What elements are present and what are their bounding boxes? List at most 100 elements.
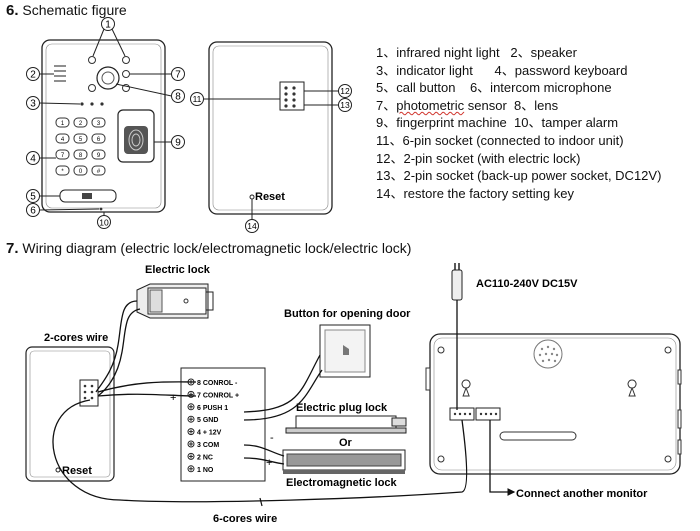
keypad-key-label: 5: [79, 137, 83, 143]
electromagnetic-lock-icon: [282, 449, 406, 474]
section-title: Wiring diagram (electric lock/electromag…: [22, 240, 412, 256]
terminal-label: 1 NO: [197, 467, 214, 474]
terminal-label: 7 CONROL +: [197, 392, 239, 399]
keypad-key-label: 7: [61, 153, 65, 159]
keypad-key-label: 0: [79, 169, 83, 175]
keypad-key: [55, 149, 70, 160]
lens-icon: [96, 66, 120, 90]
callout-label: 10: [99, 218, 109, 228]
terminal-block: 8 CONROL - 7 CONROL + 6 PUSH 1 5 GND 4 + 12V…: [180, 367, 266, 482]
keypad-key: [55, 117, 70, 128]
section-title: Schematic figure: [22, 2, 127, 18]
callout-label: 11: [193, 94, 202, 104]
callout-label: 9: [175, 138, 181, 149]
keypad-key-label: *: [61, 169, 64, 175]
fingerprint-reader-icon: [117, 109, 155, 163]
callouts-back: 11 12 13 14: [190, 84, 352, 233]
callout-label: 7: [175, 70, 181, 81]
indoor-monitor: [425, 333, 682, 475]
minus-sign: -: [270, 432, 274, 444]
back-panel: Reset: [208, 41, 333, 215]
terminal-label: 8 CONROL -: [197, 380, 238, 387]
indicator-light-icon: [80, 102, 84, 106]
section-7-heading: 7. Wiring diagram (electric lock/electro…: [6, 240, 412, 257]
keypad-key-label: 8: [79, 153, 83, 159]
terminal-label: 2 NC: [197, 454, 213, 461]
callout-label: 8: [175, 92, 181, 103]
terminal-label: 3 COM: [197, 442, 219, 449]
connect-monitor-label: Connect another monitor: [516, 488, 648, 500]
terminal-label: 6 PUSH 1: [197, 405, 228, 412]
legend-item: 11、6-pin socket (connected to indoor uni…: [376, 132, 624, 148]
plug-lock-icon: [285, 415, 407, 434]
microphone-icon: [99, 207, 103, 211]
keypad-key: [91, 133, 106, 144]
legend-item: 12、2-pin socket (with electric lock): [376, 150, 581, 166]
callout-label: 5: [30, 192, 36, 203]
keypad-key: [55, 133, 70, 144]
section-number: 7: [6, 240, 15, 257]
keypad-key: [73, 165, 88, 176]
section-6-heading: 6. Schematic figure: [6, 2, 127, 19]
indicator-light-icon: [100, 102, 104, 106]
door-button-label: Button for opening door: [284, 308, 411, 320]
section-number: 6: [6, 2, 15, 19]
ir-led-icon: [88, 56, 96, 64]
keypad-key-label: 1: [61, 121, 65, 127]
keypad-key: [73, 133, 88, 144]
component-legend: 1、infrared night light 2、speaker 3、indic…: [376, 44, 661, 202]
electromagnetic-lock-label: Electromagnetic lock: [286, 477, 398, 489]
outdoor-unit-back: Reset: [25, 346, 115, 482]
or-label: Or: [339, 437, 353, 449]
reset-key-icon: [249, 194, 255, 200]
callout-label: 3: [30, 99, 36, 110]
legend-item: 5、call button 6、intercom microphone: [376, 80, 612, 96]
callout-label: 13: [340, 100, 350, 110]
front-panel: 1 2 3 4 5 6 7 8 9 * 0 #: [41, 39, 166, 213]
keypad-key: [73, 117, 88, 128]
legend-item: 1、infrared night light 2、speaker: [376, 45, 577, 60]
password-keypad: 1 2 3 4 5 6 7 8 9 * 0 #: [55, 117, 106, 176]
keypad-key: [91, 149, 106, 160]
legend-item: 13、2-pin socket (back-up power socket, D…: [376, 168, 662, 184]
plus-sign: +: [170, 392, 176, 404]
callouts-front: 1 2 3 4 5 6 7 8 9 10: [26, 17, 185, 229]
legend-item: 9、fingerprint machine 10、tamper alarm: [376, 115, 619, 131]
power-plug-icon: [451, 263, 463, 301]
reset-key-icon: [55, 467, 61, 473]
speaker-icon: [54, 65, 66, 82]
callout-label: 6: [30, 206, 36, 217]
six-cores-label: 6-cores wire: [213, 513, 277, 525]
wiring-lines: [52, 300, 516, 503]
plug-lock-label: Electric plug lock: [296, 402, 388, 414]
keypad-key-label: 2: [79, 121, 83, 127]
keypad-key-label: 4: [61, 137, 65, 143]
reset-label: Reset: [255, 191, 285, 203]
callout-label: 1: [105, 20, 111, 31]
keypad-key: [73, 149, 88, 160]
keypad-key-label: 9: [97, 153, 101, 159]
keypad-key: [91, 117, 106, 128]
legend-item: 14、restore the factory setting key: [376, 185, 574, 201]
door-button-icon: [319, 324, 371, 378]
keypad-key-label: 3: [97, 121, 101, 127]
reset-label: Reset: [62, 465, 92, 477]
power-label: AC110-240V DC15V: [476, 278, 578, 290]
keypad-key: [55, 165, 70, 176]
plus-sign: +: [266, 457, 272, 469]
callout-label: 12: [340, 86, 350, 96]
keypad-key: [91, 165, 106, 176]
callout-label: 14: [247, 221, 257, 231]
terminal-label: 5 GND: [197, 417, 218, 424]
indicator-light-icon: [90, 102, 94, 106]
legend-item: 7、photometric sensor 8、lens: [376, 97, 559, 113]
ir-led-icon: [122, 56, 130, 64]
terminal-label: 4 + 12V: [197, 430, 222, 437]
electric-lock-icon: [136, 283, 214, 319]
ir-led-icon: [88, 84, 96, 92]
keypad-key-label: #: [97, 169, 101, 175]
two-cores-label: 2-cores wire: [44, 332, 108, 344]
callout-label: 4: [30, 154, 36, 165]
keypad-key-label: 6: [97, 137, 101, 143]
